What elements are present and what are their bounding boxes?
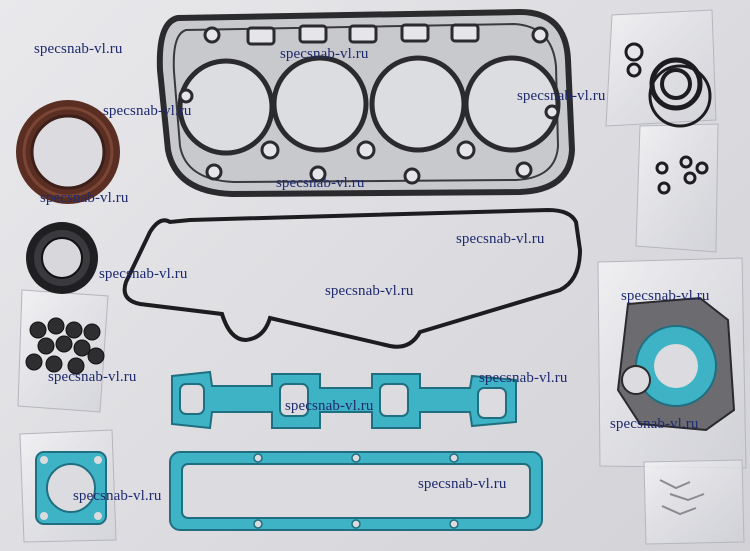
retaining-clips bbox=[659, 479, 705, 516]
watermark: specsnab-vl.ru bbox=[280, 46, 369, 62]
watermark: specsnab-vl.ru bbox=[456, 231, 545, 247]
valve-stem-seals bbox=[25, 317, 105, 375]
watermark: specsnab-vl.ru bbox=[325, 283, 414, 299]
watermark: specsnab-vl.ru bbox=[621, 288, 710, 304]
watermark: specsnab-vl.ru bbox=[40, 190, 129, 206]
watermark: specsnab-vl.ru bbox=[99, 266, 188, 282]
head-gasket bbox=[156, 8, 576, 198]
watermark: specsnab-vl.ru bbox=[479, 370, 568, 386]
throttle-gasket bbox=[35, 451, 107, 525]
watermark: specsnab-vl.ru bbox=[34, 41, 123, 57]
watermark: specsnab-vl.ru bbox=[610, 416, 699, 432]
rear-oil-seal bbox=[16, 100, 120, 204]
watermark: specsnab-vl.ru bbox=[285, 398, 374, 414]
watermark: specsnab-vl.ru bbox=[103, 103, 192, 119]
o-ring-set bbox=[624, 42, 712, 128]
exhaust-gasket bbox=[169, 451, 543, 531]
paper-gaskets bbox=[616, 296, 736, 432]
watermark: specsnab-vl.ru bbox=[418, 476, 507, 492]
intake-manifold-gasket bbox=[171, 370, 517, 430]
valve-cover-gasket bbox=[122, 207, 583, 349]
front-oil-seal bbox=[26, 222, 98, 294]
watermark: specsnab-vl.ru bbox=[517, 88, 606, 104]
watermark: specsnab-vl.ru bbox=[48, 369, 137, 385]
watermark: specsnab-vl.ru bbox=[73, 488, 162, 504]
watermark: specsnab-vl.ru bbox=[276, 175, 365, 191]
small-o-rings bbox=[655, 155, 709, 195]
